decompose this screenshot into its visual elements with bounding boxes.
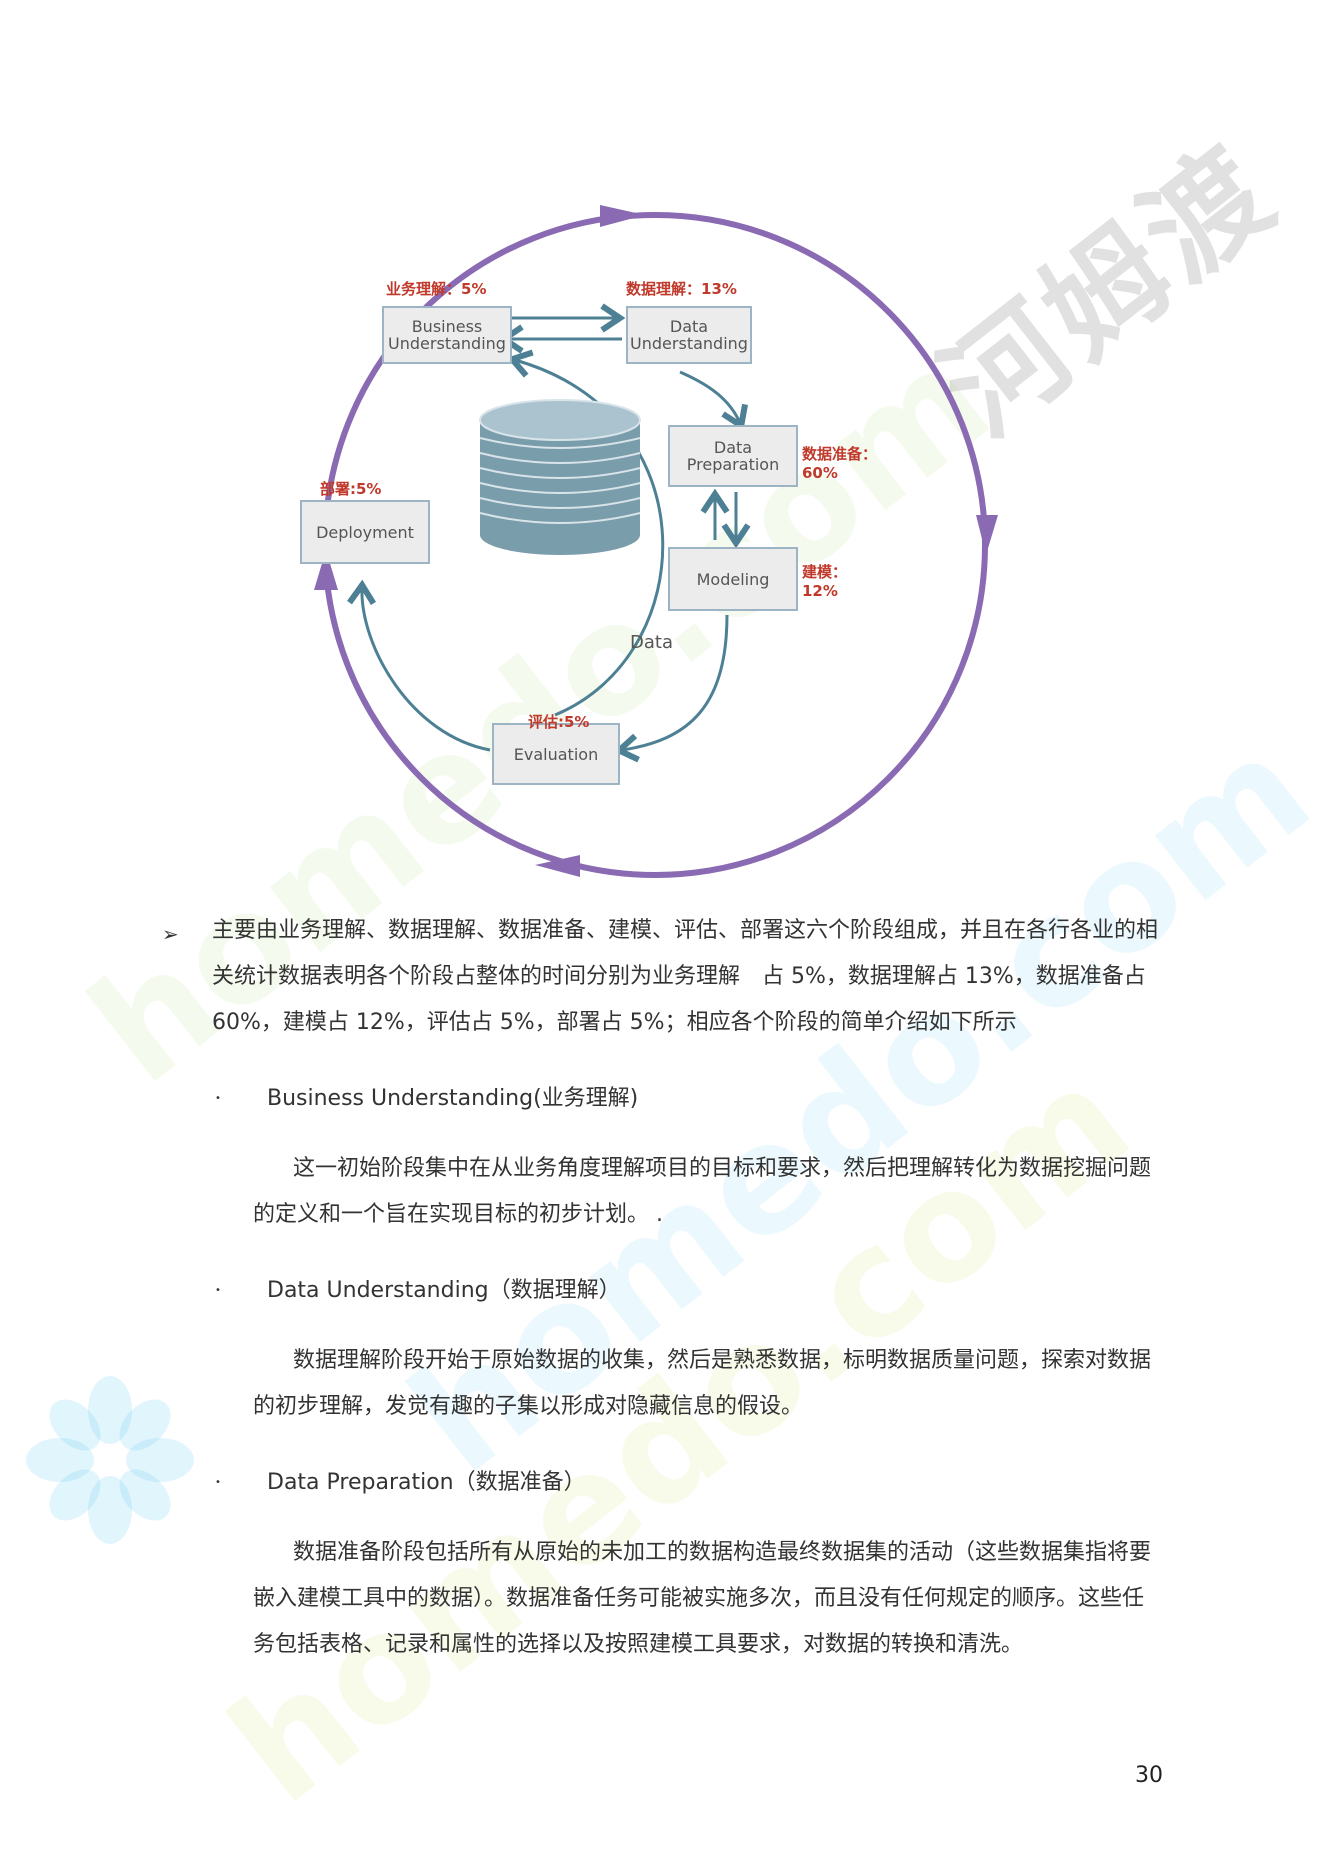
pct-data-preparation: 数据准备： 60% xyxy=(802,445,878,482)
pct-evaluation: 评估:5% xyxy=(528,713,590,731)
bullet-icon: • xyxy=(215,1093,221,1104)
bullet-icon: • xyxy=(215,1285,221,1296)
bullet-icon: • xyxy=(215,1477,221,1488)
database-label: Data xyxy=(630,632,673,653)
cycle-arrowhead-bottom xyxy=(535,855,580,877)
cycle-arrowhead-left xyxy=(314,550,338,590)
section-title-data-preparation: Data Preparation（数据准备） xyxy=(267,1470,586,1495)
cycle-arrowhead-top xyxy=(600,205,645,227)
box-data-preparation: Data Preparation xyxy=(668,425,798,487)
flow-du-to-dp xyxy=(679,370,748,431)
intro-paragraph: 主要由业务理解、数据理解、数据准备、建模、评估、部署这六个阶段组成，并且在各行各… xyxy=(212,918,1159,1035)
pct-data-understanding: 数据理解：13% xyxy=(626,280,737,298)
box-business-understanding: Business Understanding xyxy=(382,306,512,364)
pct-business: 业务理解：5% xyxy=(386,280,487,298)
box-modeling: Modeling xyxy=(668,547,798,611)
page-number: 30 xyxy=(1135,1763,1163,1788)
flow-mod-to-eval xyxy=(613,614,729,763)
crisp-dm-diagram: Business Understanding Data Understandin… xyxy=(290,195,1030,895)
flow-eval-to-bu xyxy=(506,349,665,717)
section-body-data-preparation: 数据准备阶段包括所有从原始的未加工的数据构造最终数据集的活动（这些数据集指将要嵌… xyxy=(253,1540,1152,1657)
pct-modeling: 建模： 12% xyxy=(802,563,848,600)
arrow-marker-icon: ➢ xyxy=(162,922,179,946)
box-deployment: Deployment xyxy=(300,500,430,564)
cycle-arrowhead-right xyxy=(976,515,998,555)
section-title-data-understanding: Data Understanding（数据理解） xyxy=(267,1278,621,1303)
section-body-business-understanding: 这一初始阶段集中在从业务角度理解项目的目标和要求，然后把理解转化为数据挖掘问题的… xyxy=(253,1156,1152,1227)
box-data-understanding: Data Understanding xyxy=(626,306,752,364)
section-title-business-understanding: Business Understanding(业务理解) xyxy=(267,1086,639,1111)
watermark-flower-icon xyxy=(26,1376,194,1544)
database-icon xyxy=(479,399,641,555)
flow-eval-to-deploy xyxy=(347,579,491,752)
pct-deployment: 部署:5% xyxy=(320,480,382,498)
box-evaluation: Evaluation xyxy=(492,723,620,785)
section-body-data-understanding: 数据理解阶段开始于原始数据的收集，然后是熟悉数据，标明数据质量问题，探索对数据的… xyxy=(253,1348,1152,1419)
